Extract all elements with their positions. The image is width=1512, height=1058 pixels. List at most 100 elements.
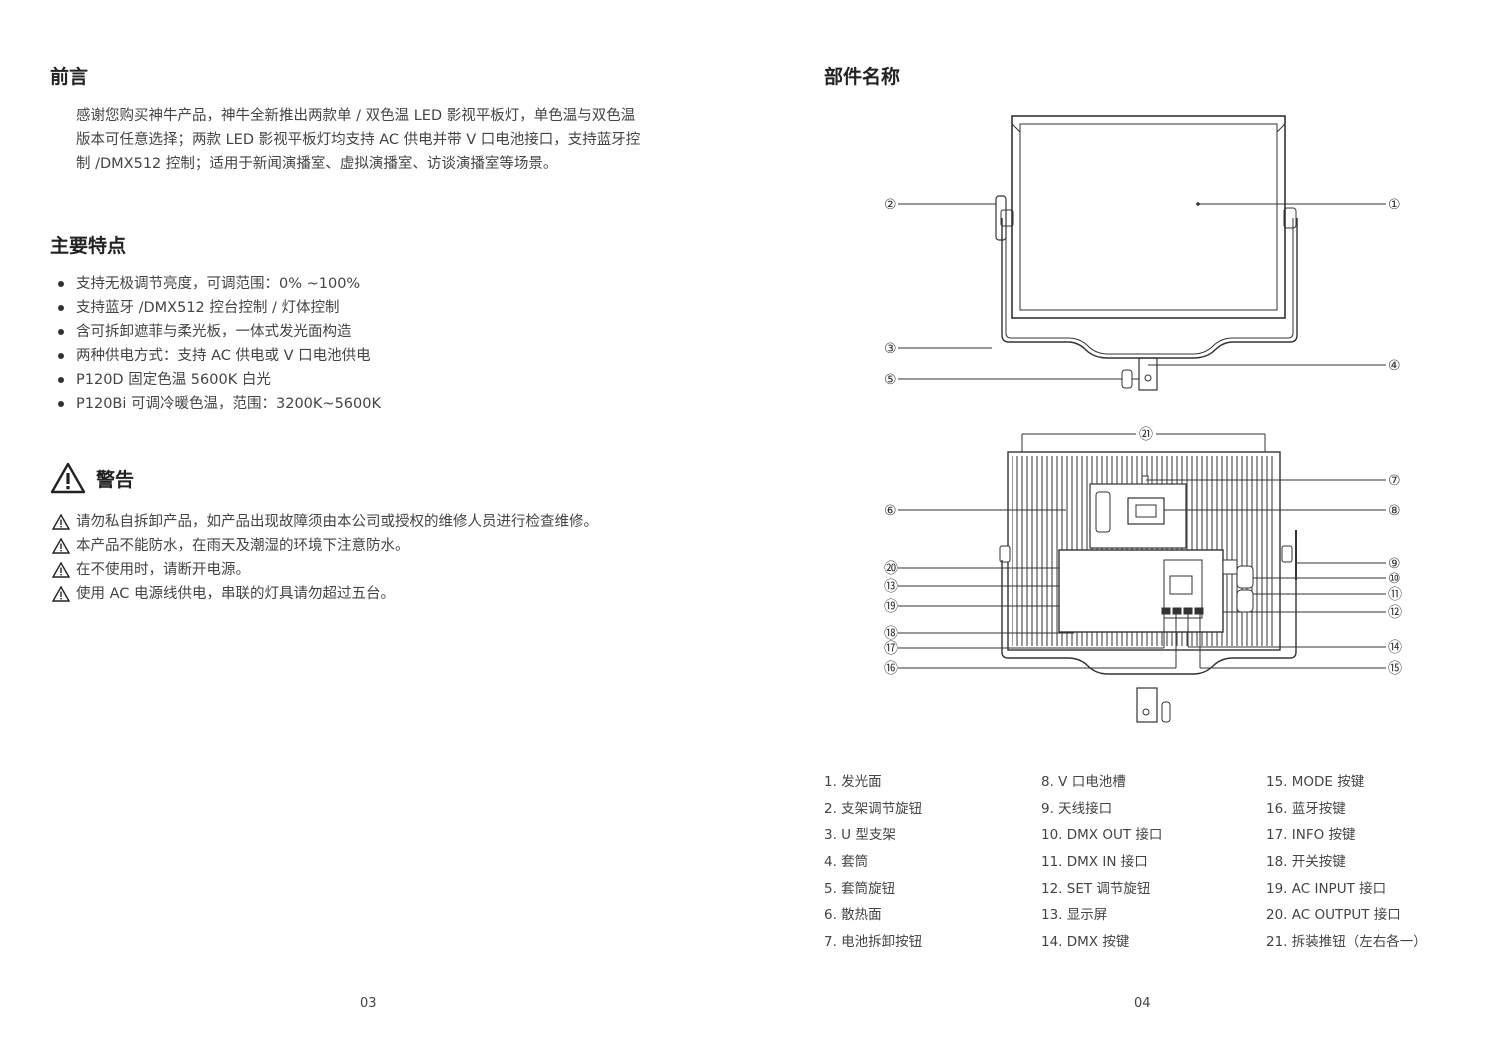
- emitting-surface: [1019, 123, 1278, 311]
- part-item: 19. AC INPUT 接口: [1266, 880, 1387, 897]
- callout-label: ⑳: [884, 561, 898, 577]
- control-button: [1183, 607, 1193, 615]
- callout-label: ⑪: [1388, 587, 1402, 603]
- control-button: [1161, 607, 1171, 615]
- callout-label: ②: [884, 197, 897, 213]
- bracket-knob-left: [995, 195, 1007, 241]
- display-screen: [1169, 575, 1193, 595]
- callout-label: ③: [884, 341, 897, 357]
- frame-corner: [1011, 123, 1021, 133]
- control-button: [1172, 607, 1182, 615]
- feature-item: P120Bi 可调冷暖色温，范围：3200K~5600K: [58, 392, 381, 416]
- callout-label: ⑯: [884, 661, 898, 677]
- frame-corner: [1276, 123, 1286, 133]
- v-mount-lock: [1135, 504, 1157, 518]
- release-button-left: [999, 545, 1011, 563]
- warning-item: 在不使用时，请断开电源。: [52, 558, 598, 582]
- spigot-sleeve: [1138, 357, 1158, 391]
- bracket-hub-left: [1000, 209, 1014, 227]
- part-item: 2. 支架调节旋钮: [824, 800, 923, 817]
- part-item: 5. 套筒旋钮: [824, 880, 896, 897]
- callout-label: ⑭: [1388, 640, 1402, 656]
- preface-line: 感谢您购买神牛产品，神牛全新推出两款单 / 双色温 LED 影视平板灯，单色温与…: [76, 108, 636, 124]
- callout-label: ⑮: [1388, 661, 1402, 677]
- right-page: 部件名称: [756, 0, 1512, 1058]
- page-number: 03: [360, 996, 377, 1011]
- back-view: ㉑ ⑥ ⑳ ⑬ ⑲ ⑱ ⑰ ⑯ ⑦ ⑧ ⑨ ⑩ ⑪ ⑫ ⑭ ⑮: [884, 427, 1402, 723]
- warning-triangle-icon: [52, 562, 70, 578]
- warning-text: 请勿私自拆卸产品，如产品出现故障须由本公司或授权的维修人员进行检查维修。: [76, 514, 598, 530]
- left-page: 前言 感谢您购买神牛产品，神牛全新推出两款单 / 双色温 LED 影视平板灯，单…: [50, 66, 696, 1011]
- warning-triangle-icon: [52, 586, 70, 602]
- parts-diagram: ② ① ③ ④ ⑤: [884, 115, 1402, 723]
- warning-item: 使用 AC 电源线供电，串联的灯具请勿超过五台。: [52, 582, 598, 606]
- callout-label: ⑨: [1388, 556, 1401, 572]
- part-item: 14. DMX 按键: [1041, 934, 1130, 951]
- part-item: 1. 发光面: [824, 774, 882, 790]
- preface-title: 前言: [50, 66, 89, 88]
- feature-item: 含可拆卸遮菲与柔光板，一体式发光面构造: [58, 320, 381, 344]
- part-item: 6. 散热面: [824, 907, 882, 924]
- warning-text: 在不使用时，请断开电源。: [76, 562, 250, 578]
- part-item: 11. DMX IN 接口: [1041, 854, 1148, 871]
- callout-label: ⑧: [1388, 503, 1401, 519]
- preface-text: 感谢您购买神牛产品，神牛全新推出两款单 / 双色温 LED 影视平板灯，单色温与…: [76, 104, 696, 176]
- sleeve-hole: [1144, 374, 1152, 382]
- parts-title: 部件名称: [824, 66, 901, 88]
- warning-triangle-icon: [50, 462, 86, 494]
- warning-item: 请勿私自拆卸产品，如产品出现故障须由本公司或授权的维修人员进行检查维修。: [52, 510, 598, 534]
- warning-triangle-icon: [52, 514, 70, 530]
- callout-label: ⑲: [884, 599, 898, 615]
- warning-title: 警告: [96, 468, 135, 491]
- warning-text: 使用 AC 电源线供电，串联的灯具请勿超过五台。: [76, 586, 396, 602]
- parts-list: 1. 发光面 2. 支架调节旋钮 3. U 型支架 4. 套筒 5. 套筒旋钮 …: [824, 772, 1464, 959]
- spigot-sleeve-back: [1136, 687, 1158, 723]
- warning-text: 本产品不能防水，在雨天及潮湿的环境下注意防水。: [76, 538, 410, 554]
- features-list: 支持无极调节亮度，可调范围：0% ~100% 支持蓝牙 /DMX512 控台控制…: [58, 272, 381, 416]
- sleeve-knob: [1121, 369, 1133, 389]
- battery-release: [1095, 491, 1111, 533]
- preface-line: 版本可任意选择；两款 LED 影视平板灯均支持 AC 供电并带 V 口电池接口，…: [76, 132, 641, 148]
- callout-label: ⑬: [884, 579, 898, 595]
- feature-item: P120D 固定色温 5600K 白光: [58, 368, 381, 392]
- feature-item: 支持蓝牙 /DMX512 控台控制 / 灯体控制: [58, 296, 381, 320]
- callout-label: ㉑: [1139, 427, 1153, 443]
- feature-item: 支持无极调节亮度，可调范围：0% ~100%: [58, 272, 381, 296]
- part-item: 10. DMX OUT 接口: [1041, 827, 1163, 844]
- page-number: 04: [1134, 996, 1151, 1011]
- callout-label: ⑰: [884, 641, 898, 657]
- light-panel-frame: [1011, 115, 1286, 319]
- callout-label: ⑱: [884, 626, 898, 642]
- front-view: ② ① ③ ④ ⑤: [884, 115, 1401, 391]
- part-item: 17. INFO 按键: [1266, 827, 1356, 844]
- sleeve-hole: [1142, 708, 1150, 716]
- part-item: 20. AC OUTPUT 接口: [1266, 907, 1401, 924]
- part-item: 3. U 型支架: [824, 827, 896, 844]
- part-item: 4. 套筒: [824, 854, 869, 871]
- preface-line: 制 /DMX512 控制；适用于新闻演播室、虚拟演播室、访谈演播室等场景。: [76, 156, 558, 172]
- warning-heading: 警告: [50, 462, 134, 494]
- part-item: 8. V 口电池槽: [1041, 774, 1126, 790]
- part-item: 9. 天线接口: [1041, 800, 1113, 817]
- dmx-connector: [1236, 565, 1254, 589]
- callout-label: ①: [1388, 197, 1401, 213]
- control-button: [1194, 607, 1204, 615]
- u-bracket: [1001, 218, 1298, 359]
- callout-label: ⑫: [1388, 605, 1402, 621]
- part-item: 18. 开关按键: [1266, 854, 1346, 871]
- callout-label: ⑦: [1388, 473, 1401, 489]
- callout-label: ④: [1388, 358, 1401, 374]
- part-item: 21. 拆装推钮（左右各一）: [1266, 934, 1427, 951]
- part-item: 16. 蓝牙按键: [1266, 800, 1346, 817]
- features-title: 主要特点: [50, 235, 127, 257]
- part-item: 13. 显示屏: [1041, 907, 1108, 924]
- callout-label: ⑤: [884, 372, 897, 388]
- u-bracket-inner: [1005, 218, 1294, 355]
- bracket-hub-right: [1283, 207, 1297, 229]
- sleeve-knob: [1161, 701, 1171, 723]
- part-item: 7. 电池拆卸按钮: [824, 934, 923, 951]
- warning-item: 本产品不能防水，在雨天及潮湿的环境下注意防水。: [52, 534, 598, 558]
- release-button-right: [1281, 545, 1293, 563]
- callout-label: ⑩: [1388, 571, 1401, 587]
- dmx-out-port: [1222, 559, 1238, 575]
